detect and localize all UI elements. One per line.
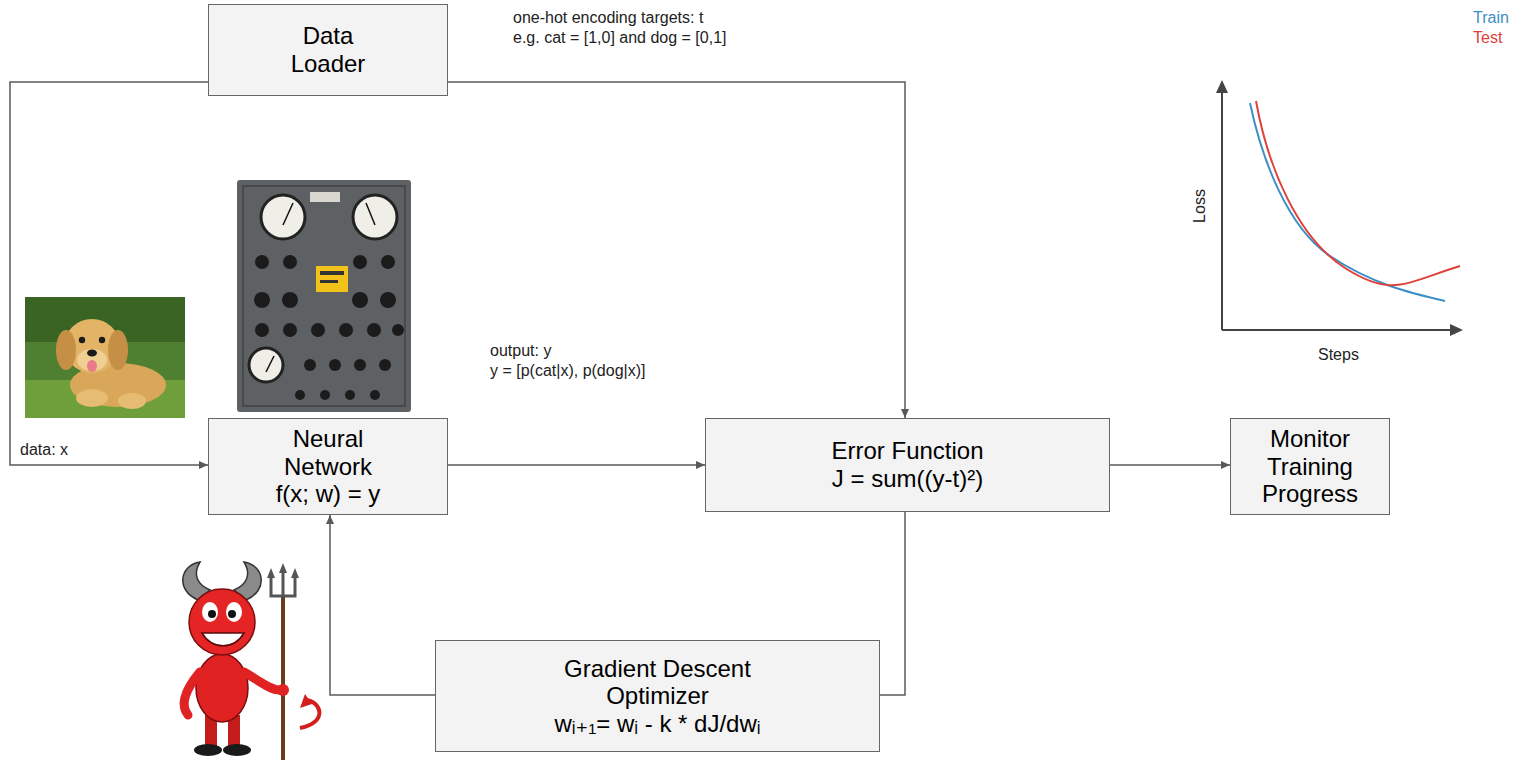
note-label: e.g. cat = [1,0] and dog = [0,1] bbox=[513, 28, 727, 48]
legend-entry: Test bbox=[1473, 28, 1502, 49]
loss-chart bbox=[1216, 80, 1463, 336]
box-title: Neural Network bbox=[263, 425, 393, 480]
flow-arrow bbox=[1110, 464, 1230, 466]
process-box: Data Loader bbox=[208, 4, 448, 96]
process-box: Error FunctionJ = sum((y-t)²) bbox=[705, 418, 1110, 512]
flow-arrow bbox=[10, 82, 208, 465]
control-panel-photo bbox=[237, 180, 411, 412]
note-label: Steps bbox=[1318, 345, 1359, 365]
flow-arrow bbox=[448, 82, 905, 418]
edge-label: one-hot encoding targets: t bbox=[513, 8, 703, 28]
flow-arrow bbox=[448, 464, 705, 466]
axis-label: Loss bbox=[1190, 189, 1210, 223]
process-box: Neural Networkf(x; w) = y bbox=[208, 418, 448, 515]
process-box: Gradient Descent Optimizerwᵢ₊₁= wᵢ - k *… bbox=[435, 640, 880, 752]
devil-cartoon bbox=[183, 562, 320, 760]
box-title: Error Function bbox=[831, 437, 983, 465]
flow-arrow bbox=[330, 515, 435, 695]
edge-label: data: x bbox=[20, 440, 68, 460]
box-formula: f(x; w) = y bbox=[276, 480, 381, 508]
box-formula: wᵢ₊₁= wᵢ - k * dJ/dwᵢ bbox=[554, 710, 760, 738]
note-label: y = [p(cat|x), p(dog|x)] bbox=[490, 361, 676, 381]
box-title: Monitor Training Progress bbox=[1240, 425, 1380, 508]
box-title: Gradient Descent Optimizer bbox=[543, 655, 773, 710]
legend-entry: Train bbox=[1473, 8, 1509, 29]
process-box: Monitor Training Progress bbox=[1230, 418, 1390, 515]
flow-arrow bbox=[880, 512, 905, 695]
edge-label: output: y bbox=[490, 341, 551, 361]
box-title: Data Loader bbox=[273, 22, 383, 77]
puppy-photo bbox=[25, 297, 185, 418]
box-formula: J = sum((y-t)²) bbox=[832, 465, 983, 493]
